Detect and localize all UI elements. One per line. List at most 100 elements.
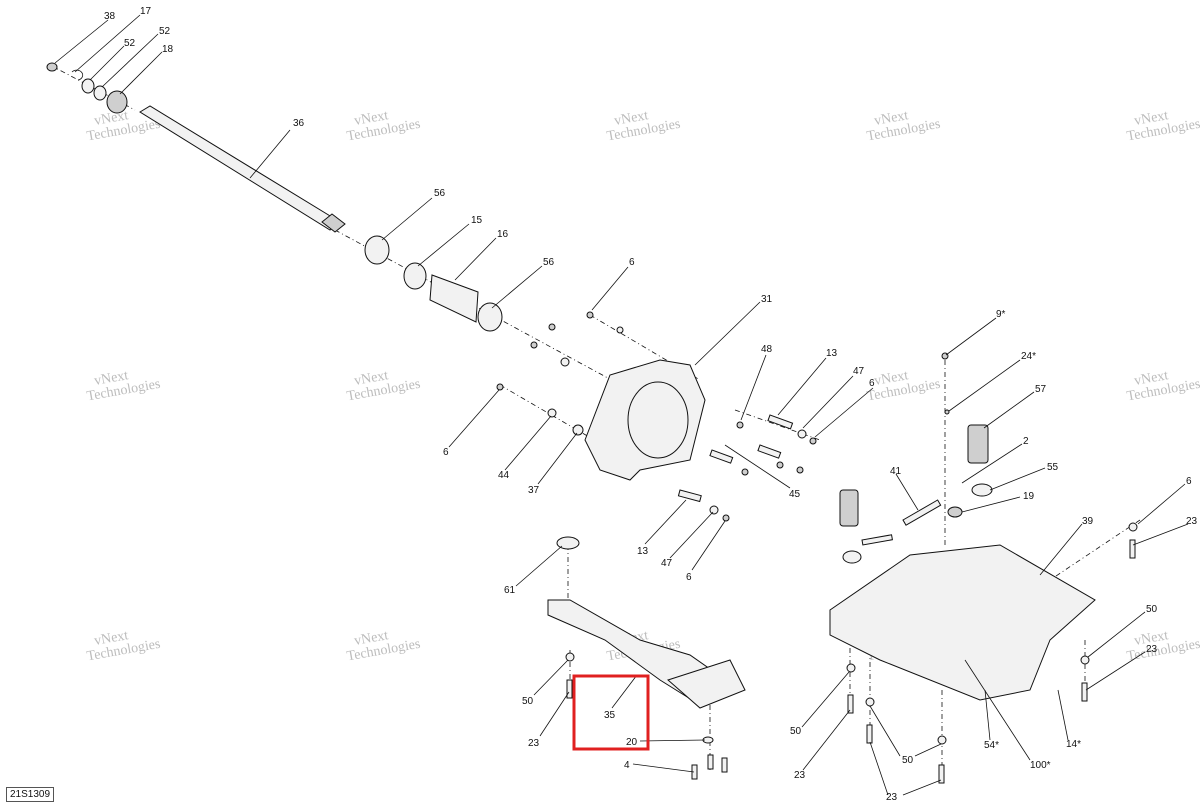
svg-text:vNext: vNext [873, 108, 909, 129]
bolt-23 [938, 764, 945, 784]
chaincase-housing-assembly [496, 311, 817, 522]
bolt-23 [1081, 682, 1088, 702]
callout-56: 56 [434, 188, 446, 199]
callout-54: 54* [984, 740, 999, 751]
washer-37 [572, 424, 584, 436]
washer-50 [1080, 655, 1090, 665]
washer-50 [865, 697, 875, 707]
drive-shaft-36 [139, 105, 341, 231]
o-ring-24 [944, 409, 950, 415]
callout-35: 35 [604, 710, 616, 721]
callout-57: 57 [1035, 384, 1047, 395]
callout-23: 23 [794, 770, 806, 781]
callout-19: 19 [1023, 491, 1035, 502]
svg-text:vNext: vNext [1133, 628, 1169, 649]
svg-text:vNext: vNext [353, 628, 389, 649]
callout-20: 20 [626, 737, 638, 748]
washer-48 [736, 421, 744, 429]
callout-24: 24* [1021, 351, 1036, 362]
nut-6 [809, 437, 817, 445]
highlight-box [572, 674, 650, 751]
callout-100: 100* [1030, 760, 1051, 771]
dipstick-41 [902, 499, 942, 526]
callout-17: 17 [140, 6, 152, 17]
callout-47: 47 [853, 366, 865, 377]
washer-6 [1128, 522, 1138, 532]
callout-6: 6 [1186, 476, 1192, 487]
housing-bore [627, 381, 689, 459]
o-ring-52a [81, 78, 95, 94]
washer-50 [565, 652, 575, 662]
pad-61 [556, 536, 580, 550]
svg-text:vNext: vNext [353, 108, 389, 129]
callout-13: 13 [826, 348, 838, 359]
dipstick-blade [861, 534, 893, 546]
callout-13: 13 [637, 546, 649, 557]
callout-47: 47 [661, 558, 673, 569]
callout-23: 23 [1146, 644, 1158, 655]
boot-16 [429, 274, 479, 323]
stud [757, 444, 782, 459]
bolt [707, 754, 714, 770]
nut [530, 341, 538, 349]
plug-fitting [839, 489, 859, 527]
callout-16: 16 [497, 229, 509, 240]
nut-6 [586, 311, 594, 319]
clamp-56b [477, 302, 503, 332]
plate-39 [829, 544, 1096, 701]
callout-37: 37 [528, 485, 540, 496]
stud [709, 449, 734, 464]
nut [741, 468, 749, 476]
bolt-23 [847, 694, 854, 714]
stud-13 [677, 489, 702, 503]
callout-23: 23 [1186, 516, 1198, 527]
o-ring-55 [971, 483, 993, 497]
svg-text:vNext: vNext [93, 368, 129, 389]
callout-50: 50 [902, 755, 914, 766]
o-ring-52b [93, 85, 107, 101]
callout-38: 38 [104, 11, 116, 22]
washer [560, 357, 570, 367]
callout-52: 52 [159, 26, 171, 37]
callout-50: 50 [1146, 604, 1158, 615]
seal-ring [842, 550, 862, 564]
callout-36: 36 [293, 118, 305, 129]
washer-19 [947, 506, 963, 518]
stud-13 [767, 414, 794, 430]
callout-labels: 38 17 52 52 18 36 56 15 16 56 6 31 48 13… [104, 6, 1198, 803]
drive-shaft-assembly [46, 62, 503, 332]
washer-47 [797, 429, 807, 439]
callout-50: 50 [790, 726, 802, 737]
callout-48: 48 [761, 344, 773, 355]
callout-6: 6 [869, 378, 875, 389]
svg-text:vNext: vNext [613, 108, 649, 129]
callout-6: 6 [629, 257, 635, 268]
svg-text:vNext: vNext [93, 628, 129, 649]
callout-9: 9* [996, 309, 1006, 320]
nut-6 [496, 383, 504, 391]
circlip-17 [71, 69, 84, 81]
callout-55: 55 [1047, 462, 1059, 473]
washer-50 [937, 735, 947, 745]
svg-text:vNext: vNext [93, 108, 129, 129]
bracket-plate [667, 659, 746, 709]
leader-lines [54, 14, 1189, 796]
callout-52: 52 [124, 38, 136, 49]
callout-6: 6 [443, 447, 449, 458]
bolt-23 [866, 724, 873, 744]
svg-text:vNext: vNext [1133, 108, 1169, 129]
washer-44 [547, 408, 557, 418]
washer-50 [846, 663, 856, 673]
callout-23: 23 [886, 792, 898, 803]
callout-6: 6 [686, 572, 692, 583]
svg-text:vNext: vNext [873, 368, 909, 389]
